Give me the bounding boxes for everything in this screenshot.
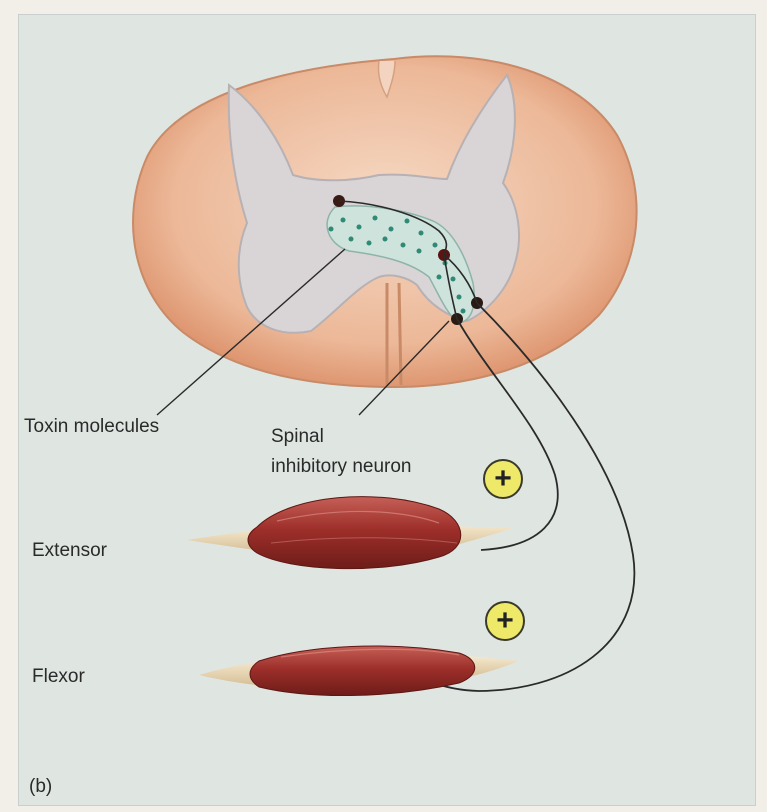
spinal-label-line2: inhibitory neuron	[271, 455, 411, 479]
diagram-figure: Toxin molecules Spinal inhibitory neuron…	[18, 14, 756, 806]
flexor-label: Flexor	[32, 665, 85, 689]
diagram-art	[19, 15, 755, 805]
spinal-cord-section	[133, 56, 637, 387]
extensor-label: Extensor	[32, 539, 107, 563]
flexor-muscle	[199, 646, 519, 696]
toxin-molecules-label: Toxin molecules	[24, 415, 159, 439]
excitatory-sign-flexor: +	[485, 601, 525, 641]
panel-label: (b)	[29, 775, 52, 799]
excitatory-sign-extensor: +	[483, 459, 523, 499]
spinal-label-line1: Spinal	[271, 425, 324, 449]
extensor-muscle	[187, 497, 515, 569]
